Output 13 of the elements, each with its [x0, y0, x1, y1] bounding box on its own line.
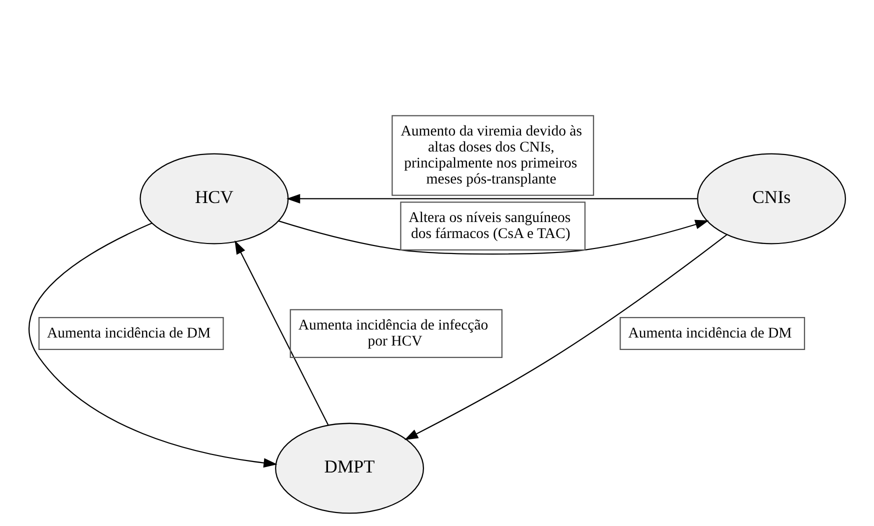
arrow	[28, 222, 278, 468]
node-ellipse: DMPT	[275, 422, 424, 514]
arrow	[404, 234, 728, 440]
arrow	[278, 220, 709, 255]
edge-label: Aumenta incidência de DM	[46, 325, 211, 342]
arrow	[234, 240, 329, 426]
edge-label: Altera os níveis sanguíneos dos fármacos (CsA e TAC)	[408, 210, 571, 242]
edge-label: Aumenta incidência de DM	[628, 325, 792, 342]
edge-label: Aumenta incidência de infecção por HCV	[298, 317, 488, 350]
node-ellipse: HCV	[140, 153, 289, 244]
edge-label: Aumento da viremia devido às altas doses dos CNIs, principalmente nos primeiros meses pós-transplante	[400, 123, 582, 188]
node-ellipse: CNIs	[697, 153, 846, 244]
arrow	[286, 194, 698, 204]
